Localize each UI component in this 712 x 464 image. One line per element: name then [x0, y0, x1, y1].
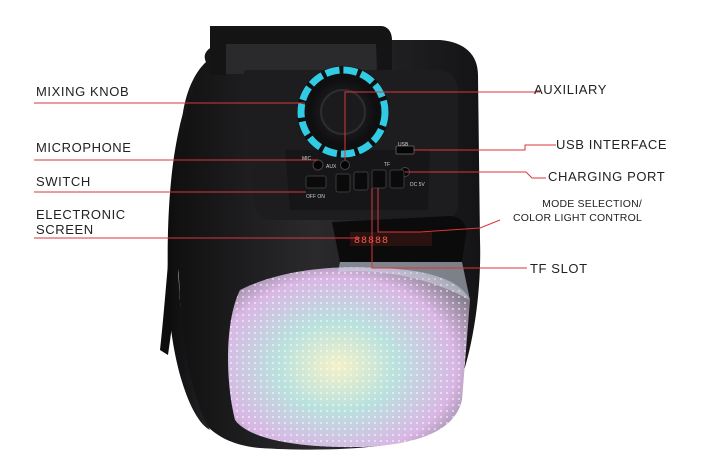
- aux-jack: [340, 160, 350, 170]
- carry-handle: [210, 26, 392, 75]
- panel-mark-dc: DC 5V: [410, 182, 425, 188]
- label-usb-interface: USB INTERFACE: [556, 137, 668, 152]
- panel-mark-aux: AUX: [326, 164, 337, 170]
- knob-light-ring: [297, 66, 389, 158]
- leader-lines: [34, 91, 556, 269]
- label-auxiliary: AUXILIARY: [534, 82, 608, 97]
- label-switch: SWITCH: [36, 174, 91, 189]
- panel-mark-usb: USB: [398, 142, 409, 148]
- label-mode-selection: MODE SELECTION/ COLOR LIGHT CONTROL: [512, 198, 642, 224]
- label-microphone: MICROPHONE: [36, 140, 132, 155]
- label-charging-port: CHARGING PORT: [548, 169, 666, 184]
- power-switch: [305, 175, 327, 189]
- label-tf-slot: TF SLOT: [530, 261, 588, 276]
- svg-text:88888: 88888: [354, 236, 389, 247]
- panel-mark-tf: TF: [384, 162, 391, 168]
- panel-mark-off-on: OFF ON: [306, 194, 325, 200]
- label-mixing-knob: MIXING KNOB: [36, 84, 130, 99]
- panel-mark-mic: MIC: [302, 156, 312, 162]
- label-electronic-screen: ELECTRONIC SCREEN: [36, 207, 126, 237]
- mic-jack: [312, 159, 324, 171]
